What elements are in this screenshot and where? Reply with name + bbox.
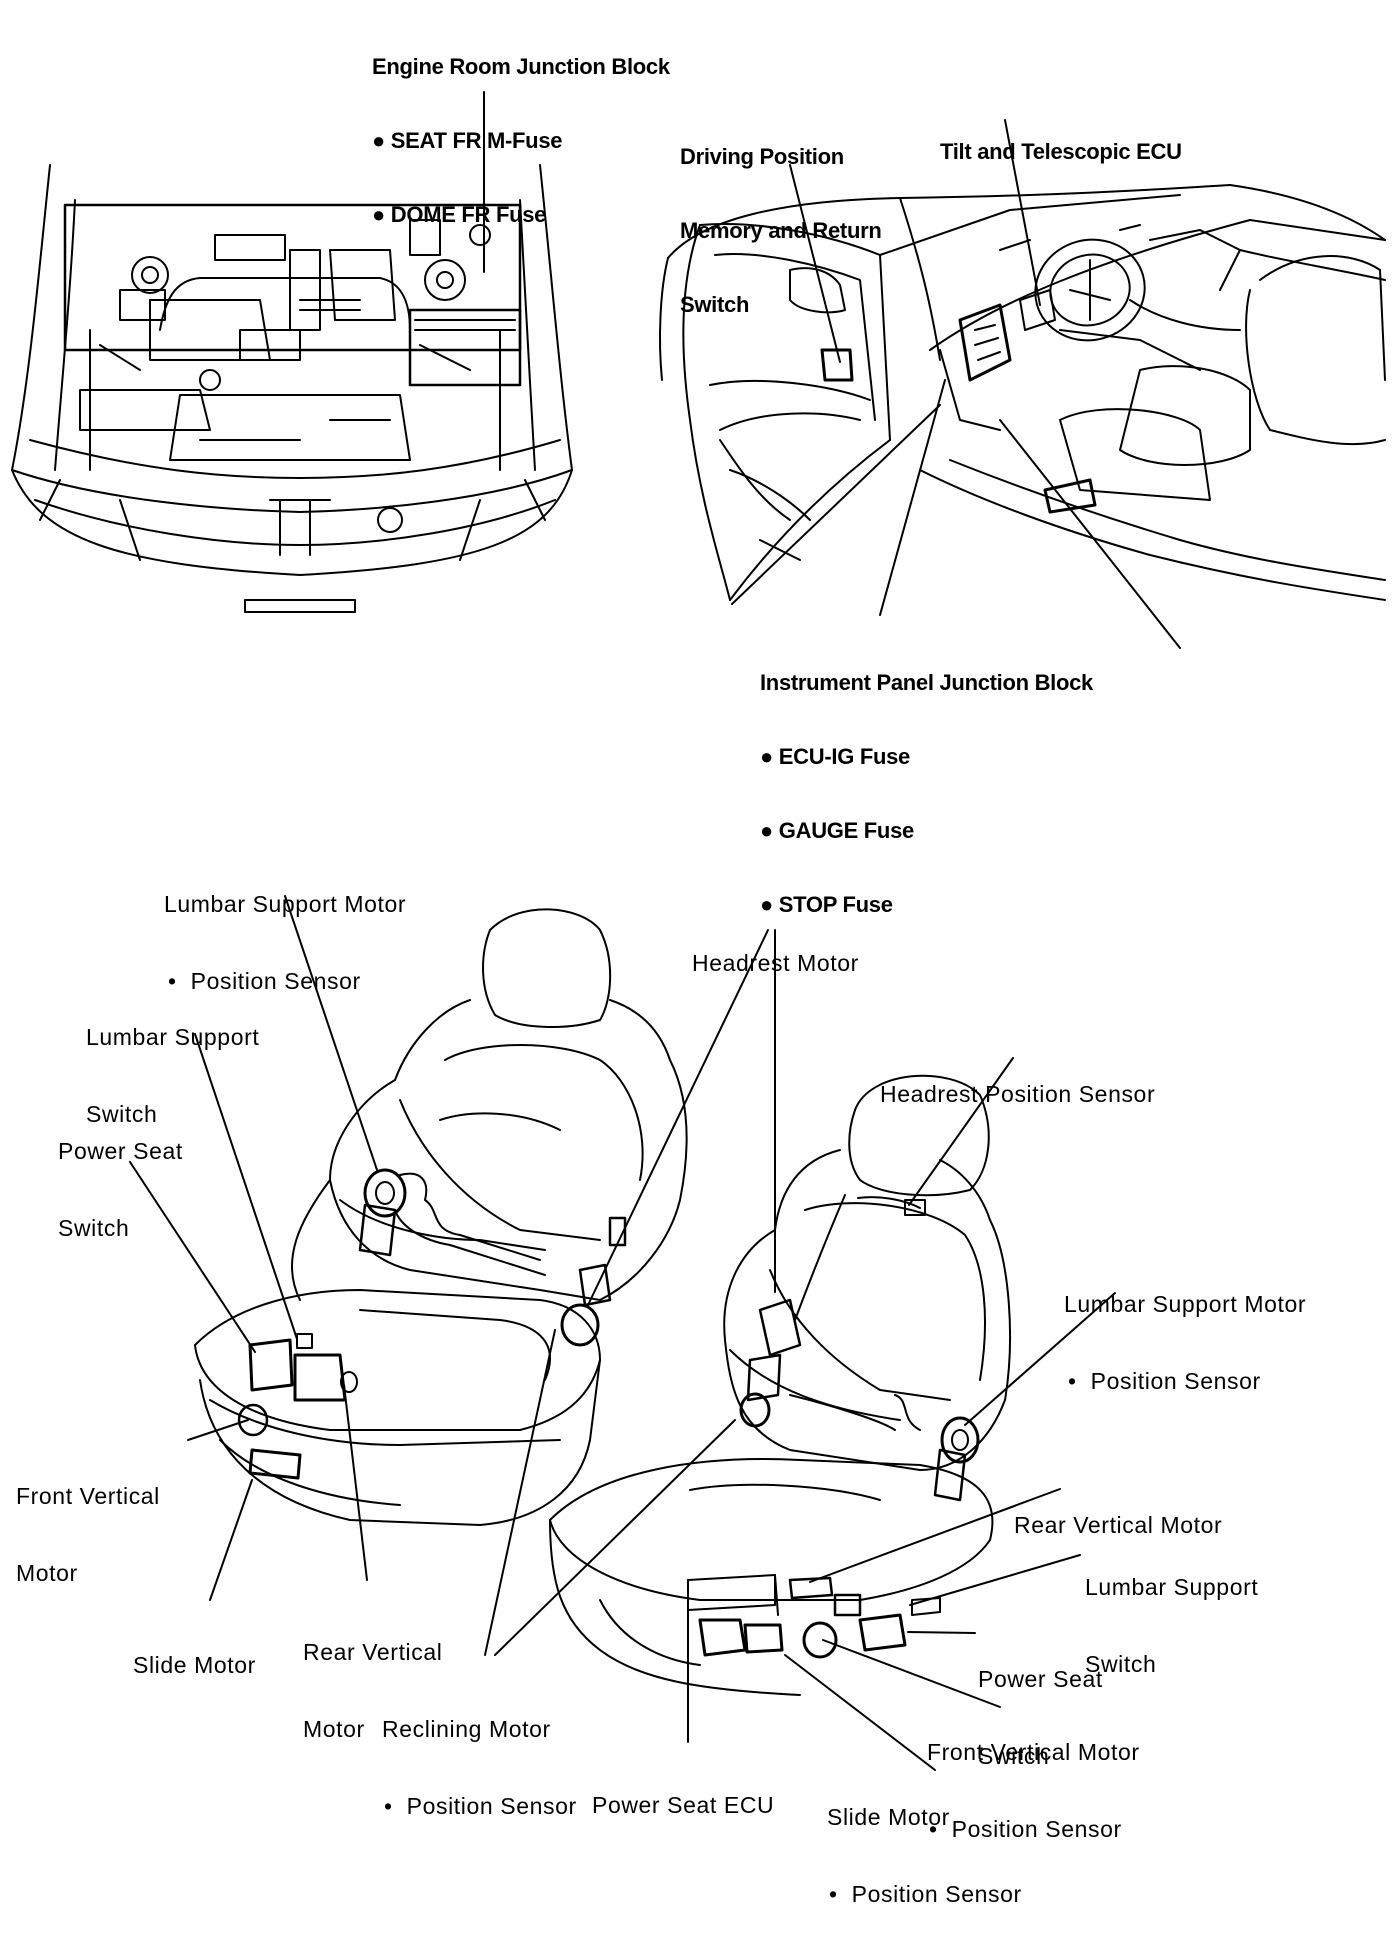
slide-motor-right-label: Slide Motor • Position Sensor [827,1803,1022,1907]
power-seat-switch-right-label: Power Seat Switch [978,1665,1103,1769]
front-vertical-motor-left-label: Front Vertical Motor [16,1482,160,1586]
left-seat-drawing [194,908,688,1526]
tilt-ecu-leader [1004,119,1041,306]
headrest-motor-label: Headrest Motor [692,949,859,976]
tilt-telescopic-ecu-label: Tilt and Telescopic ECU [940,139,1182,165]
instrument-panel-junction-block-label: Instrument Panel Junction Block ● ECU-IG… [760,670,1093,917]
reclining-motor-label: Reclining Motor • Position Sensor [382,1715,577,1819]
rear-vertical-motor-right-label: Rear Vertical Motor [1014,1511,1223,1538]
rear-vertical-motor-left-label: Rear Vertical Motor [303,1638,443,1742]
engine-room-junction-block-label: Engine Room Junction Block ● SEAT FR M-F… [372,54,670,227]
seat-leaders [129,895,1116,1771]
lumbar-support-motor-right-label: Lumbar Support Motor • Position Sensor [1064,1290,1307,1394]
right-seat-drawing [549,1074,1011,1696]
engine-compartment-drawing [11,164,573,613]
driving-position-memory-switch-label: Driving Position Memory and Return Switc… [680,144,882,317]
car-interior-drawing [659,184,1386,601]
driving-position-leader [789,164,841,363]
lumbar-support-switch-right-label: Lumbar Support Switch [1085,1573,1259,1677]
instrument-panel-leaders [731,379,1181,649]
lumbar-support-motor-left-label: Lumbar Support Motor • Position Sensor [164,890,407,994]
headrest-position-sensor-label: Headrest Position Sensor [880,1080,1156,1107]
lumbar-support-switch-left-label: Lumbar Support Switch [86,1023,260,1127]
power-seat-switch-left-label: Power Seat Switch [58,1137,183,1241]
power-seat-ecu-label: Power Seat ECU [592,1791,775,1818]
component-location-diagram: Engine Room Junction Block ● SEAT FR M-F… [11,54,1386,1907]
slide-motor-left-label: Slide Motor [133,1651,256,1678]
diagram-drawing [11,91,1386,1771]
